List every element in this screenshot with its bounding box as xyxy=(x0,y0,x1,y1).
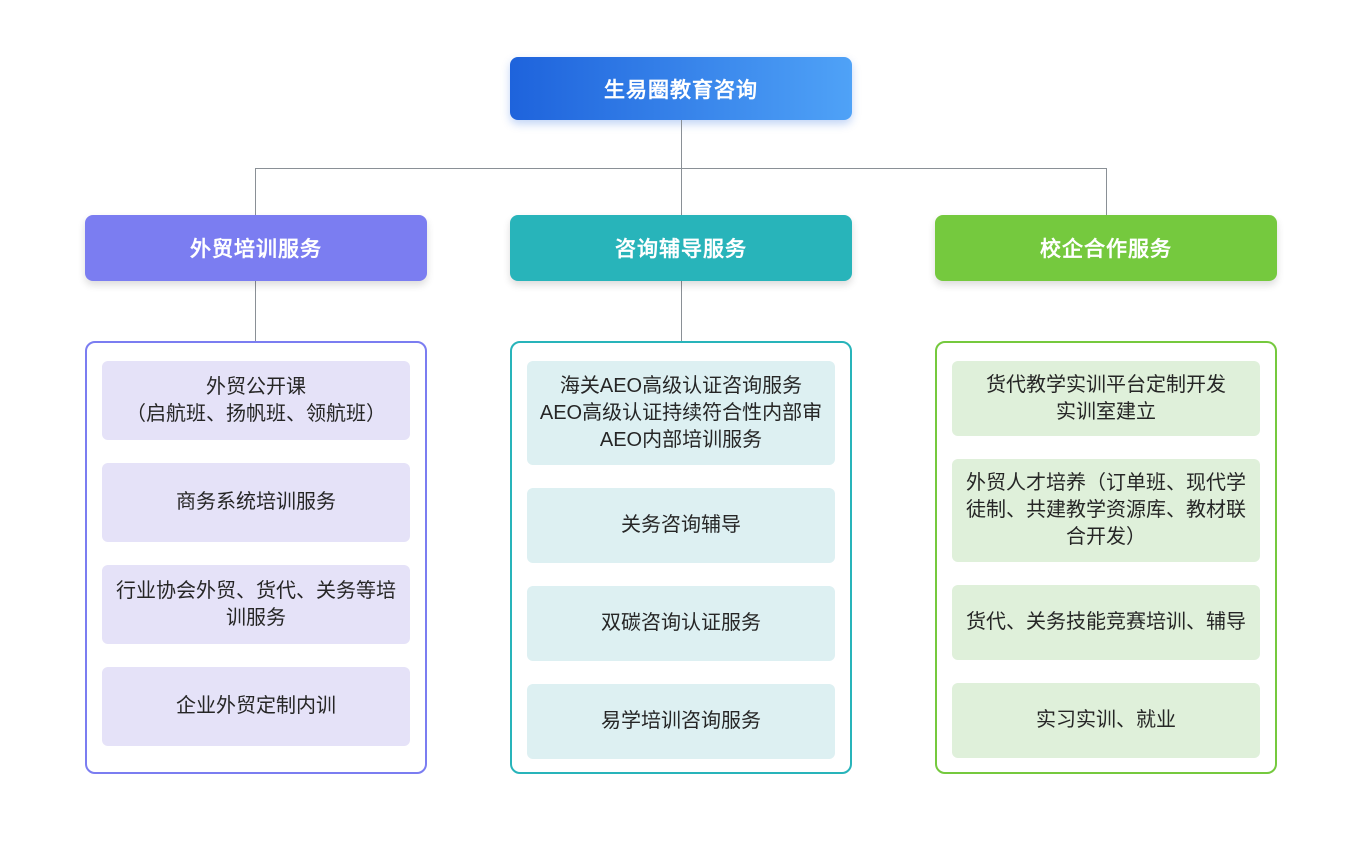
leaf-node[interactable]: 双碳咨询认证服务 xyxy=(527,586,835,661)
leaf-node[interactable]: 货代教学实训平台定制开发 实训室建立 xyxy=(952,361,1260,436)
leaf-node[interactable]: 商务系统培训服务 xyxy=(102,463,410,542)
leaf-node[interactable]: 外贸人才培养（订单班、现代学徒制、共建教学资源库、教材联合开发） xyxy=(952,459,1260,562)
leaf-node[interactable]: 易学培训咨询服务 xyxy=(527,684,835,759)
leaf-label: 企业外贸定制内训 xyxy=(176,695,336,717)
leaf-node[interactable]: 实习实训、就业 xyxy=(952,683,1260,758)
connector-root-vertical xyxy=(681,120,682,168)
leaf-label: 实习实训、就业 xyxy=(1036,709,1176,731)
branch-label: 咨询辅导服务 xyxy=(615,238,747,261)
leaf-label: 货代教学实训平台定制开发 实训室建立 xyxy=(986,373,1226,423)
leaf-node[interactable]: 企业外贸定制内训 xyxy=(102,667,410,746)
leaf-label: 海关AEO高级认证咨询服务 AEO高级认证持续符合性内部审 AEO内部培训服务 xyxy=(539,374,823,451)
leaf-node[interactable]: 关务咨询辅导 xyxy=(527,488,835,563)
branch-label: 外贸培训服务 xyxy=(190,238,322,261)
leaf-node[interactable]: 货代、关务技能竞赛培训、辅导 xyxy=(952,585,1260,660)
leaf-label: 货代、关务技能竞赛培训、辅导 xyxy=(966,611,1246,633)
connector-branch-right xyxy=(1106,168,1107,215)
root-node[interactable]: 生易圈教育咨询 xyxy=(510,57,852,120)
leaf-label: 关务咨询辅导 xyxy=(621,514,741,536)
branch-panel-consulting: 海关AEO高级认证咨询服务 AEO高级认证持续符合性内部审 AEO内部培训服务 … xyxy=(510,341,852,774)
connector-panel-left xyxy=(255,281,256,341)
leaf-label: 外贸人才培养（订单班、现代学徒制、共建教学资源库、教材联合开发） xyxy=(966,472,1246,548)
leaf-label: 易学培训咨询服务 xyxy=(601,710,761,732)
leaf-label: 外贸公开课 （启航班、扬帆班、领航班） xyxy=(126,375,386,425)
leaf-node[interactable]: 海关AEO高级认证咨询服务 AEO高级认证持续符合性内部审 AEO内部培训服务 xyxy=(527,361,835,465)
branch-header-school-enterprise[interactable]: 校企合作服务 xyxy=(935,215,1277,281)
branch-panel-trade-training: 外贸公开课 （启航班、扬帆班、领航班） 商务系统培训服务 行业协会外贸、货代、关… xyxy=(85,341,427,774)
branch-header-consulting[interactable]: 咨询辅导服务 xyxy=(510,215,852,281)
branch-panel-school-enterprise: 货代教学实训平台定制开发 实训室建立 外贸人才培养（订单班、现代学徒制、共建教学… xyxy=(935,341,1277,774)
root-node-label: 生易圈教育咨询 xyxy=(604,78,758,102)
branch-school-enterprise: 校企合作服务 货代教学实训平台定制开发 实训室建立 外贸人才培养（订单班、现代学… xyxy=(935,215,1277,774)
leaf-node[interactable]: 行业协会外贸、货代、关务等培训服务 xyxy=(102,565,410,644)
leaf-label: 行业协会外贸、货代、关务等培训服务 xyxy=(116,579,396,629)
leaf-label: 商务系统培训服务 xyxy=(176,491,336,513)
connector-branch-left xyxy=(255,168,256,215)
branch-trade-training: 外贸培训服务 外贸公开课 （启航班、扬帆班、领航班） 商务系统培训服务 行业协会… xyxy=(85,215,427,774)
connector-branch-middle xyxy=(681,168,682,215)
branch-label: 校企合作服务 xyxy=(1040,238,1172,261)
leaf-node[interactable]: 外贸公开课 （启航班、扬帆班、领航班） xyxy=(102,361,410,440)
leaf-label: 双碳咨询认证服务 xyxy=(601,612,761,634)
connector-panel-middle xyxy=(681,281,682,341)
branch-consulting: 咨询辅导服务 海关AEO高级认证咨询服务 AEO高级认证持续符合性内部审 AEO… xyxy=(510,215,852,774)
branch-header-trade-training[interactable]: 外贸培训服务 xyxy=(85,215,427,281)
